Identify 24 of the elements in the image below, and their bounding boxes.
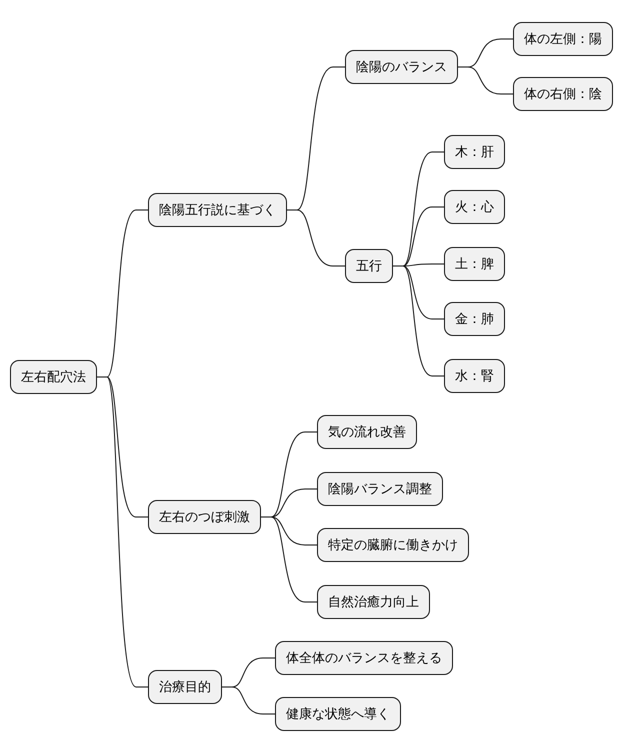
topic-box: 火：心 [444, 190, 505, 224]
topic-box: 左右配穴法 [10, 360, 97, 394]
connector-line [260, 516, 318, 602]
topic-box: 体全体のバランスを整える [275, 641, 453, 675]
connector-line [222, 686, 276, 714]
topic-box: 陰陽五行説に基づく [148, 193, 287, 227]
topic-box: 治療目的 [148, 670, 222, 704]
topic-box: 体の右側：陰 [513, 77, 613, 111]
connector-line [458, 66, 514, 94]
connector-line [286, 210, 346, 266]
topic-box: 木：肝 [444, 135, 505, 169]
topic-box: 陰陽バランス調整 [317, 472, 443, 506]
topic-box: 左右のつぼ刺激 [148, 500, 261, 534]
topic-box: 五行 [345, 249, 393, 283]
topic-box: 陰陽のバランス [345, 50, 458, 84]
topic-box: 体の左側：陽 [513, 22, 613, 56]
topic-box: 土：脾 [444, 247, 505, 281]
topic-box: 健康な状態へ導く [275, 697, 401, 731]
topic-box: 金：肺 [444, 302, 505, 336]
topic-box: 特定の臓腑に働きかけ [317, 528, 469, 562]
topic-box: 気の流れ改善 [317, 415, 417, 449]
topic-box: 自然治癒力向上 [317, 585, 430, 619]
topic-box: 水：腎 [444, 359, 505, 393]
connector-line [392, 266, 444, 376]
